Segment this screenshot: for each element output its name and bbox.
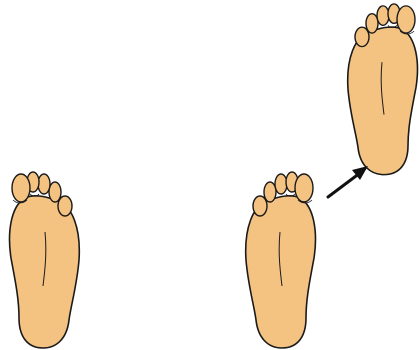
right-foot-stepped [348, 4, 418, 175]
step-arrow-icon [328, 166, 368, 197]
left-foot [10, 172, 80, 348]
right-foot-start [246, 172, 316, 348]
